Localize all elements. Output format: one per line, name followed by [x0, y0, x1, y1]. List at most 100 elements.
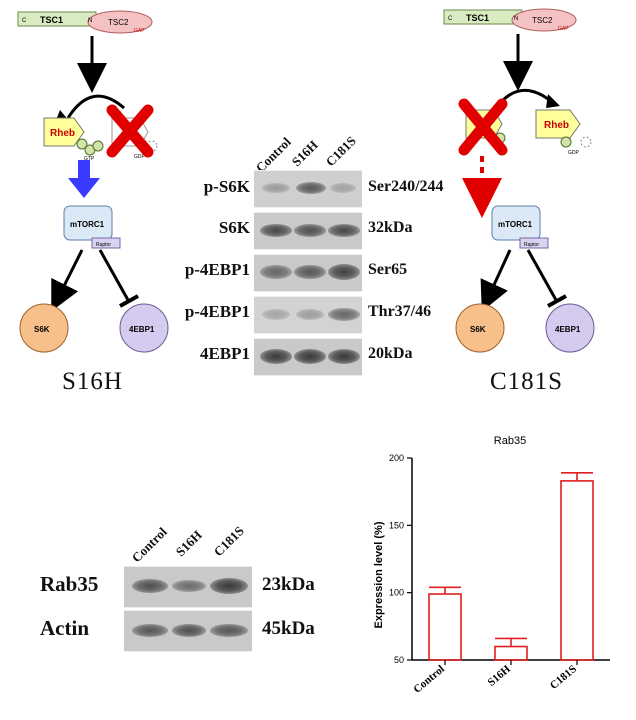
- tsc1-label: TSC1: [40, 15, 63, 25]
- 4ebp1-circle: [119, 303, 169, 353]
- 4ebp1-label: 4EBP1: [555, 325, 581, 334]
- chart-svg: Rab35 Expression level (%) 50100150200Co…: [373, 435, 610, 696]
- y-tick-label: 200: [389, 453, 404, 463]
- gdp-circle: [580, 136, 592, 148]
- blot-row-label: Actin: [40, 616, 89, 640]
- blot-row-label: Rab35: [40, 572, 99, 596]
- blot-row-label: p-4EBP1: [184, 260, 250, 279]
- lane-header-c181s: C181S: [322, 133, 359, 170]
- rheb-box: [535, 109, 581, 139]
- blot-band: [260, 349, 292, 364]
- bar: [494, 645, 528, 661]
- mtorc1-box: [63, 205, 113, 241]
- y-tick-label: 150: [389, 520, 404, 530]
- blot-band: [262, 309, 290, 320]
- blot-band: [296, 309, 324, 320]
- s6k-circle: [19, 303, 69, 353]
- blot-band: [210, 624, 248, 637]
- inhibit-bar-icon: [119, 294, 139, 308]
- rheb-label: Rheb: [50, 128, 75, 139]
- 4ebp1-circle: [545, 303, 595, 353]
- s6k-label: S6K: [34, 325, 50, 334]
- raptor-box: [91, 237, 121, 249]
- red-x-icon: [458, 98, 508, 156]
- blot-row-right-label: Ser240/244: [368, 178, 444, 195]
- blot-band: [172, 624, 206, 637]
- blot-band: [296, 182, 326, 194]
- rheb-label: Rheb: [544, 120, 569, 131]
- tsc2-ellipse: [87, 10, 153, 34]
- blot-strip: [254, 338, 362, 376]
- bar: [428, 593, 462, 661]
- 4ebp1-inhibit-line: [526, 249, 558, 301]
- blot-band: [330, 183, 356, 193]
- blot-band: [294, 224, 326, 237]
- blot-strip: [124, 610, 252, 652]
- gdp-circle: [560, 136, 572, 148]
- gap-label: GAP: [134, 28, 145, 34]
- right-caption: C181S: [490, 368, 564, 395]
- left-pathway-diagram: C TSC1 N TSC2 GAP Rheb GTP GDP mTORC1 Ra…: [0, 0, 190, 410]
- tsc2-label: TSC2: [532, 16, 553, 25]
- blot-band: [328, 224, 360, 237]
- lane-header-s16h: S16H: [288, 137, 321, 170]
- blot-band: [172, 580, 206, 592]
- blot-row-right-label: Ser65: [368, 261, 408, 278]
- blot-row-right-label: 23kDa: [262, 574, 315, 595]
- x-tick-label: C181S: [548, 663, 579, 692]
- bar: [560, 480, 594, 661]
- curved-arrow: [66, 94, 125, 119]
- blot-band: [328, 349, 360, 364]
- right-pathway-diagram: C TSC1 N TSC2 GAP GTP Rheb GDP mTORC1 Ra…: [440, 0, 636, 410]
- blot-strip: [254, 212, 362, 250]
- gtp-circle: [76, 138, 88, 150]
- raptor-box: [519, 237, 549, 249]
- inhibit-bar-icon: [547, 294, 567, 308]
- s6k-arrow: [51, 249, 84, 312]
- raptor-label: Raptor: [96, 242, 111, 248]
- chart-title: Rab35: [494, 435, 526, 447]
- blot-band: [210, 578, 248, 594]
- tsc2-label: TSC2: [108, 18, 129, 27]
- y-tick-label: 100: [389, 588, 404, 598]
- blot-band: [260, 265, 292, 279]
- mtorc1-label: mTORC1: [70, 220, 105, 229]
- gdp-label: GDP: [568, 150, 580, 156]
- left-caption: S16H: [62, 368, 123, 395]
- blot-row-right-label: 32kDa: [368, 219, 413, 236]
- blot-row-label: 4EBP1: [199, 344, 250, 363]
- mtorc1-box: [491, 205, 541, 241]
- raptor-label: Raptor: [524, 242, 539, 248]
- n-terminus-label: N: [88, 18, 92, 24]
- blot-band: [294, 349, 326, 364]
- blot-band: [260, 224, 292, 237]
- blot-row-label: p-4EBP1: [184, 302, 250, 321]
- lane-header-c181s: C181S: [210, 523, 247, 560]
- gtp-label: GTP: [84, 156, 95, 162]
- 4ebp1-inhibit-line: [98, 249, 130, 301]
- 4ebp1-label: 4EBP1: [129, 325, 155, 334]
- gap-label: GAP: [558, 26, 569, 32]
- blot-row-right-label: Thr37/46: [368, 303, 432, 320]
- s6k-label: S6K: [470, 325, 486, 334]
- blot-row-label: S6K: [218, 218, 250, 237]
- blot-row-right-label: 45kDa: [262, 618, 315, 639]
- tsc2-ellipse: [511, 8, 577, 32]
- top-blot-panel: Control S16H C181S p-S6K Ser240/244 S6K …: [170, 120, 470, 380]
- c-terminus-label: C: [448, 16, 453, 22]
- s6k-circle: [455, 303, 505, 353]
- blot-band: [328, 264, 360, 280]
- c-terminus-label: C: [22, 18, 27, 24]
- blot-band: [262, 183, 290, 193]
- blot-row-right-label: 20kDa: [368, 345, 413, 362]
- tsc1-label: TSC1: [466, 13, 489, 23]
- blot-band: [132, 624, 168, 637]
- blot-band: [294, 265, 326, 279]
- y-tick-label: 50: [394, 655, 404, 665]
- blot-strip: [254, 296, 362, 334]
- rheb-box: [43, 117, 85, 147]
- blot-band: [132, 579, 168, 593]
- curved-arrow-head: [546, 94, 560, 108]
